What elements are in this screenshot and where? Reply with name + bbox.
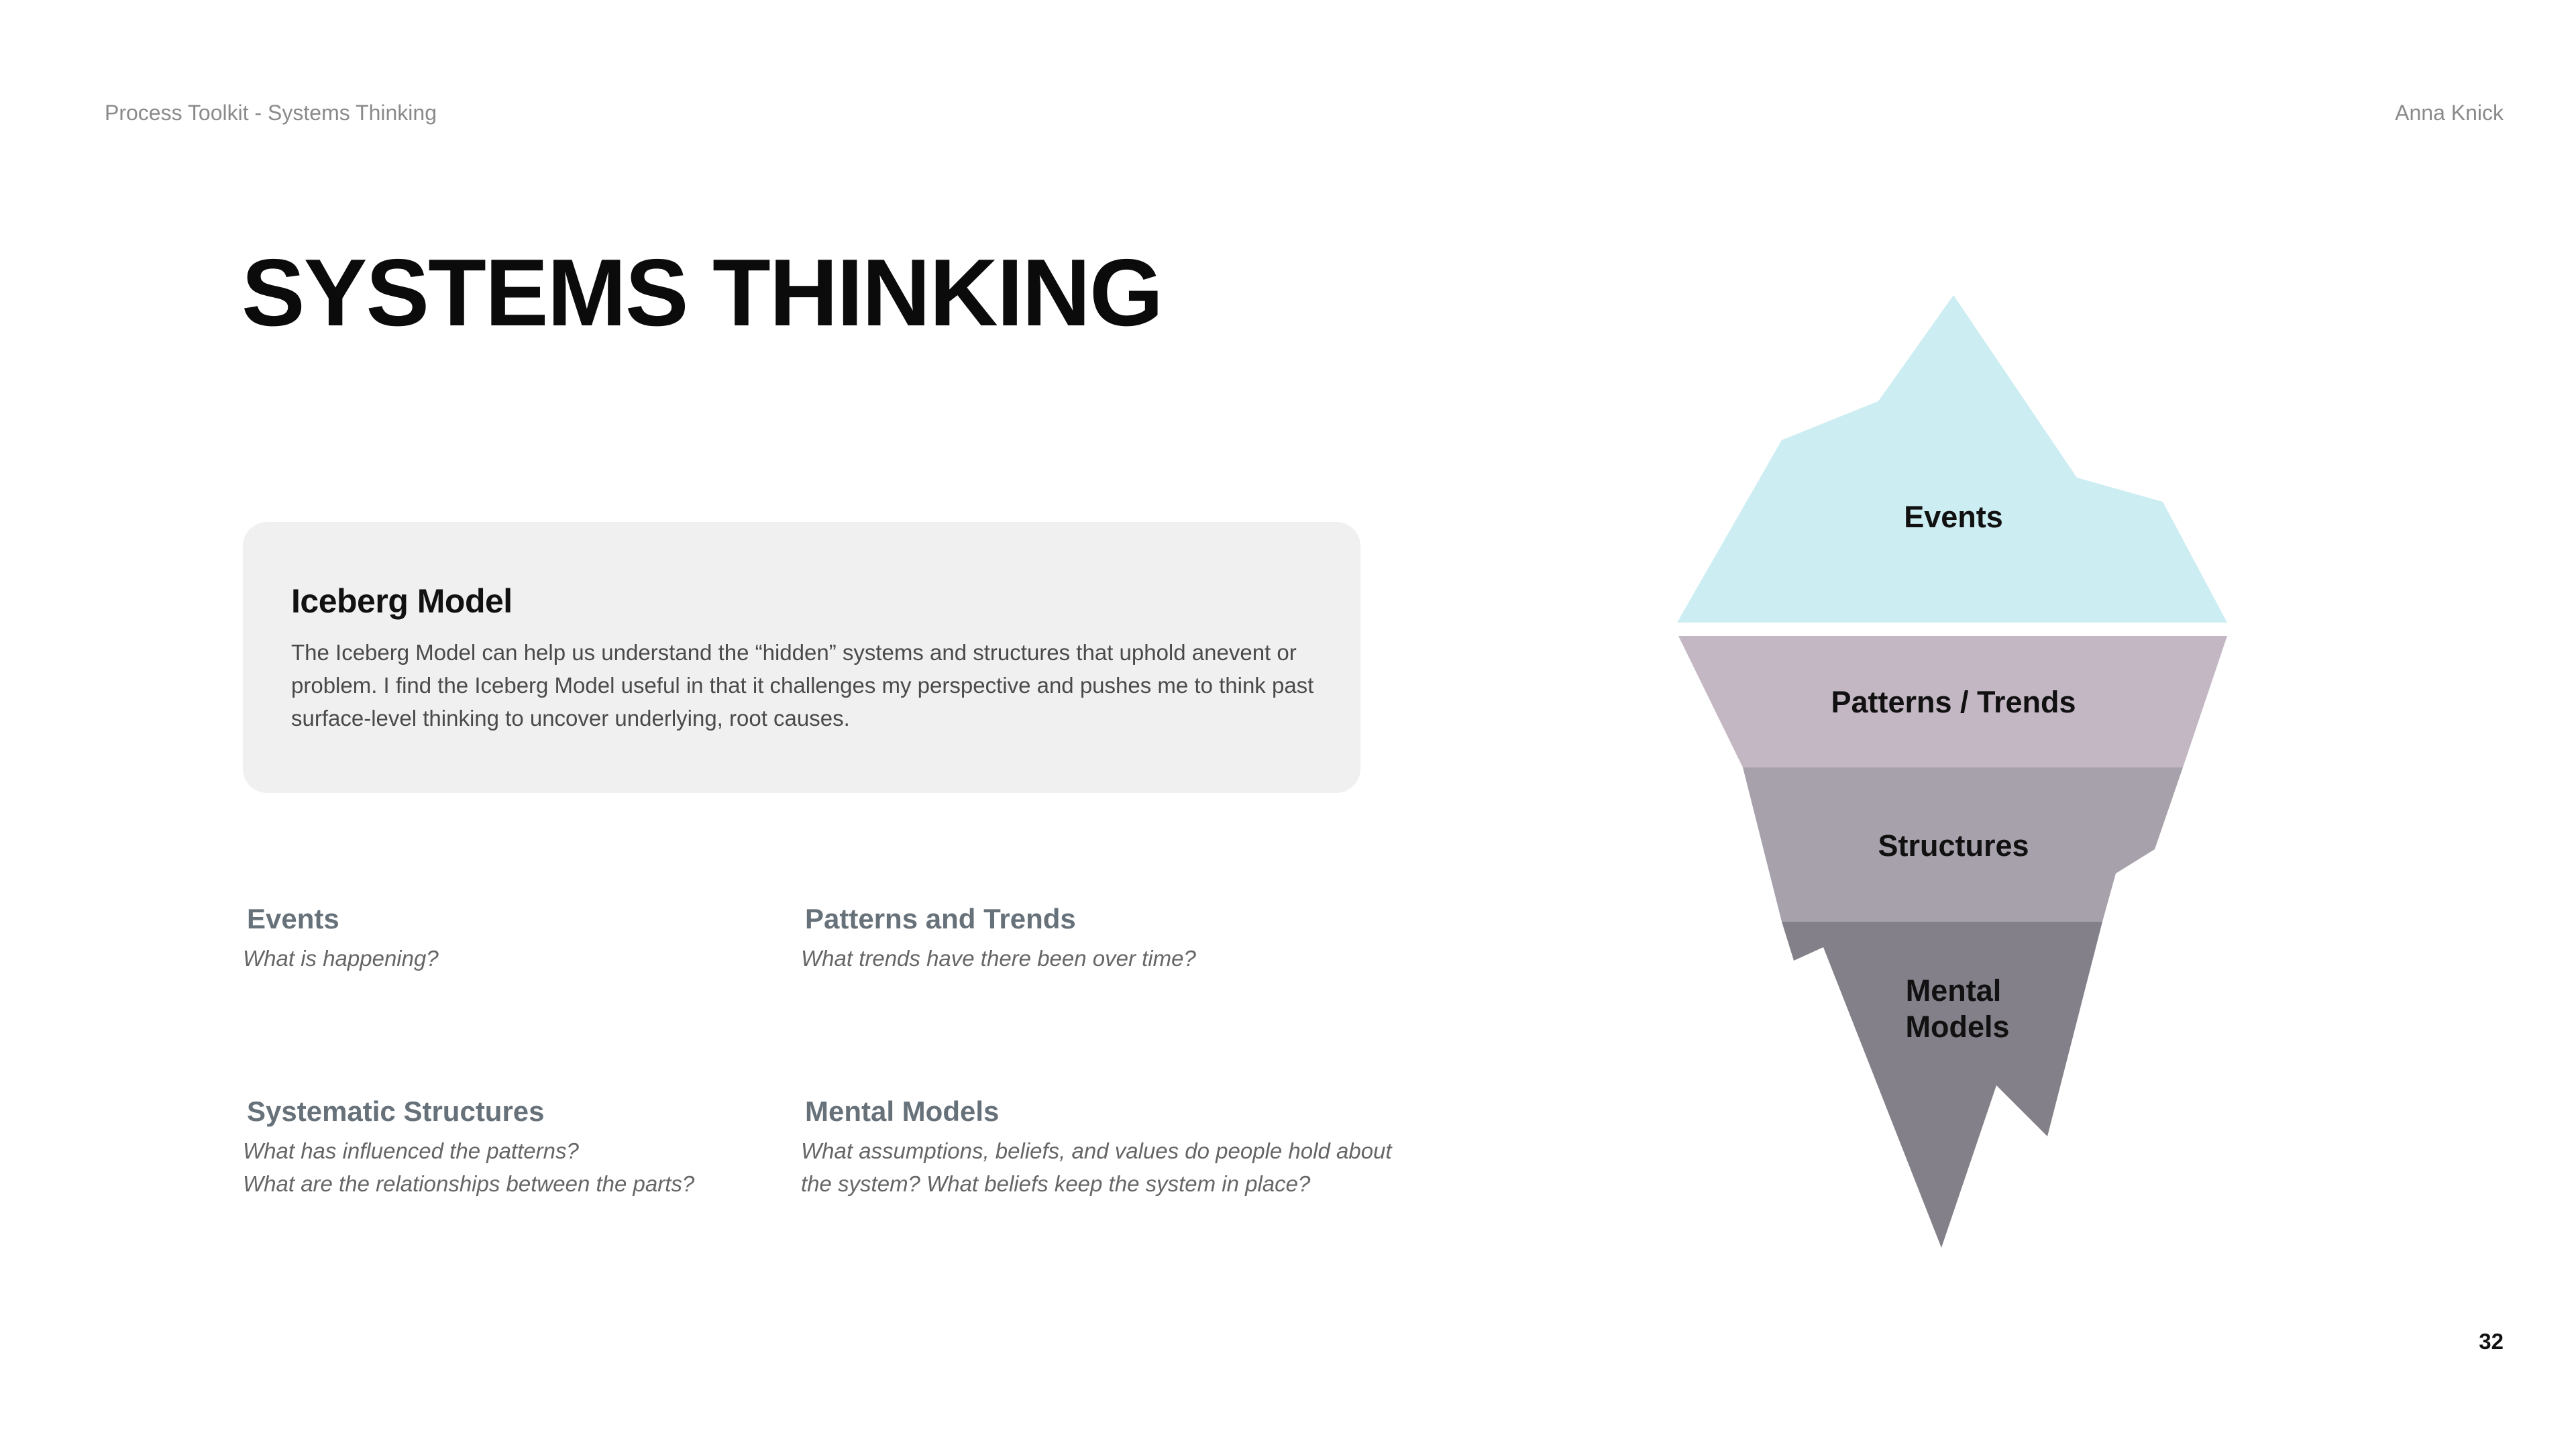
question-heading: Systematic Structures	[247, 1095, 545, 1127]
question-mental-models: Mental Models What assumptions, beliefs,…	[801, 1094, 1458, 1200]
question-heading: Mental Models	[805, 1095, 1000, 1127]
iceberg-label-events: Events	[1904, 500, 2003, 534]
card-title: Iceberg Model	[291, 582, 513, 620]
question-text: What is happening?	[243, 946, 439, 971]
question-events: Events What is happening?	[243, 902, 753, 975]
iceberg-label-patterns-trends: Patterns / Trends	[1831, 685, 2076, 719]
iceberg-layer-structures	[1743, 767, 2183, 922]
iceberg-label-models: Models	[1905, 1010, 2009, 1044]
question-patterns-trends: Patterns and Trends What trends have the…	[801, 902, 1458, 975]
question-text: What assumptions, beliefs, and values do…	[801, 1138, 1392, 1196]
page-number: 32	[2479, 1329, 2504, 1354]
page-title: SYSTEMS THINKING	[241, 239, 1163, 346]
question-heading: Events	[247, 903, 339, 934]
question-text: What has influenced the patterns? What a…	[243, 1138, 695, 1196]
question-heading: Patterns and Trends	[805, 903, 1076, 934]
iceberg-label-mental: Mental	[1906, 973, 2002, 1008]
header-author: Anna Knick	[2395, 101, 2504, 125]
header-deck-title: Process Toolkit - Systems Thinking	[105, 101, 437, 125]
iceberg-model-card: Iceberg Model The Iceberg Model can help…	[243, 522, 1360, 793]
card-description: The Iceberg Model can help us understand…	[291, 640, 1314, 731]
iceberg-layer-mental-models	[1782, 922, 2102, 1248]
iceberg-layer-events	[1677, 295, 2227, 623]
question-text: What trends have there been over time?	[801, 946, 1196, 971]
iceberg-layer-patterns-trends	[1678, 636, 2227, 767]
question-systematic-structures: Systematic Structures What has influence…	[243, 1094, 780, 1200]
iceberg-label-structures: Structures	[1878, 828, 2029, 863]
